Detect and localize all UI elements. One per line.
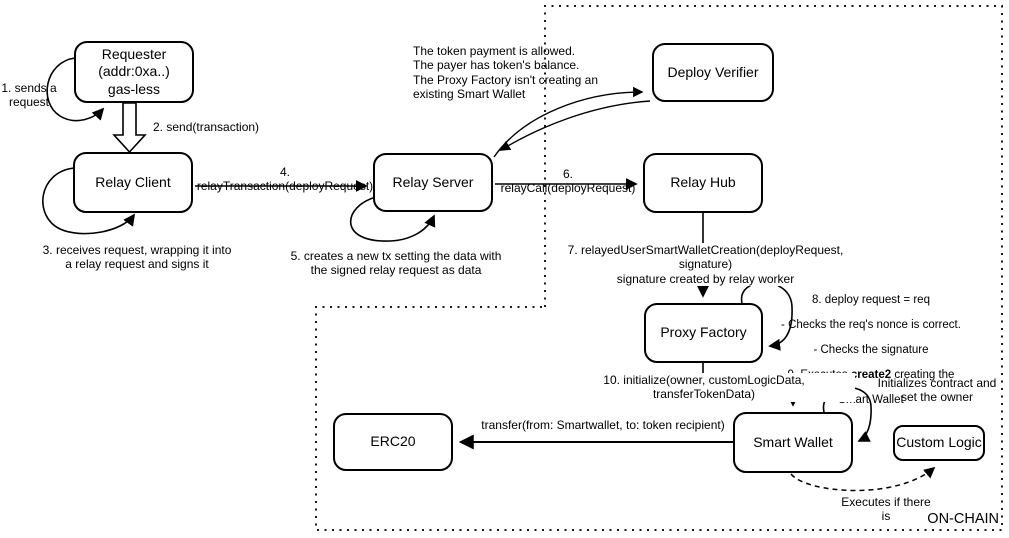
node-erc20: ERC20 [333,413,453,471]
label-step10-initialize: 10. initialize(owner, customLogicData, t… [553,373,855,402]
label-executes-if-there-is: Executes if there is [841,495,931,524]
node-relay-server: Relay Server [373,153,493,212]
label-step5-creates-tx: 5. creates a new tx setting the data wit… [290,249,502,278]
label-onchain-region: ON-CHAIN [927,511,999,527]
label-verifier-note: The token payment is allowed. The payer … [413,44,599,102]
send-transaction-hollow-arrow [112,102,147,154]
relay-client-self-loop-arrow [42,167,136,235]
node-proxy-factory: Proxy Factory [644,303,763,363]
node-smart-wallet: Smart Wallet [733,412,853,473]
label-init-note: Initializes contract and set the owner [877,376,997,405]
label-step8-9-checks: 8. deploy request = req - Checks the req… [771,282,971,418]
onchain-dotted-border [315,5,1003,531]
label-step4-relay-transaction: 4. relayTransaction(deployRequest) [196,165,374,194]
verifier-to-server-curve-arrow [499,100,651,151]
server-to-verifier-curve-arrow [493,86,644,158]
label-step3-receives-request: 3. receives request, wrapping it into a … [42,243,232,272]
relay-server-self-loop-arrow [349,196,436,242]
label-step8-line2: - Checks the req's nonce is correct. [781,319,961,332]
node-relay-client: Relay Client [73,152,193,213]
requester-self-loop-arrow [46,57,105,122]
proxy-factory-self-loop-arrow [740,281,793,351]
label-step7-relayed-creation: 7. relayedUserSmartWalletCreation(deploy… [548,243,863,287]
label-step1-sends-request: 1. sends a request [1,81,57,110]
label-step8-line1: 8. deploy request = req [812,294,930,307]
executes-dashed-arrow [790,466,936,492]
label-step6-relay-call: 6. relayCall(deployRequest) [500,167,636,196]
node-relay-hub: Relay Hub [643,153,763,213]
label-step2-send-transaction: 2. send(transaction) [153,120,260,134]
label-step8-line3: - Checks the signature [813,344,929,357]
label-transfer: transfer(from: Smartwallet, to: token re… [481,418,725,432]
node-deploy-verifier: Deploy Verifier [652,43,774,102]
node-custom-logic: Custom Logic [893,425,985,461]
node-requester: Requester (addr:0xa..) gas-less [74,41,194,103]
